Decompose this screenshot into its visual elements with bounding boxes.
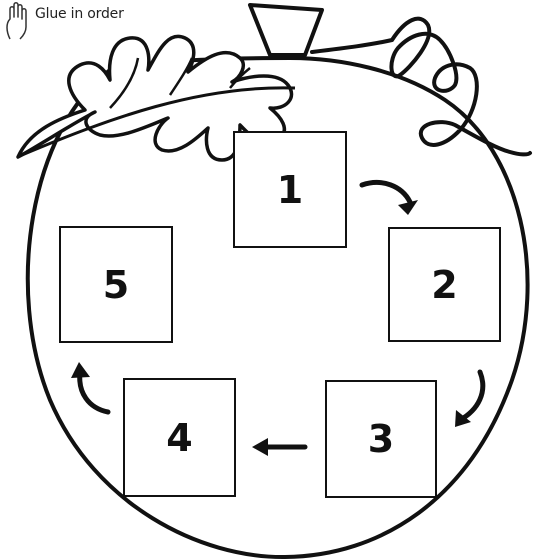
sequence-box-1[interactable]: 1	[233, 131, 347, 248]
instruction-text: Glue in order	[35, 6, 124, 22]
sequence-number: 2	[431, 263, 457, 307]
sequence-box-4[interactable]: 4	[123, 378, 236, 497]
sequence-number: 4	[166, 416, 192, 460]
sequence-box-2[interactable]: 2	[388, 227, 501, 342]
sequence-number: 3	[368, 417, 394, 461]
sequence-box-3[interactable]: 3	[325, 380, 437, 498]
sequence-number: 1	[277, 168, 303, 212]
sequence-number: 5	[103, 263, 129, 307]
hand-glue-icon	[2, 1, 32, 41]
sequence-box-5[interactable]: 5	[59, 226, 173, 343]
stem-icon	[250, 5, 322, 55]
